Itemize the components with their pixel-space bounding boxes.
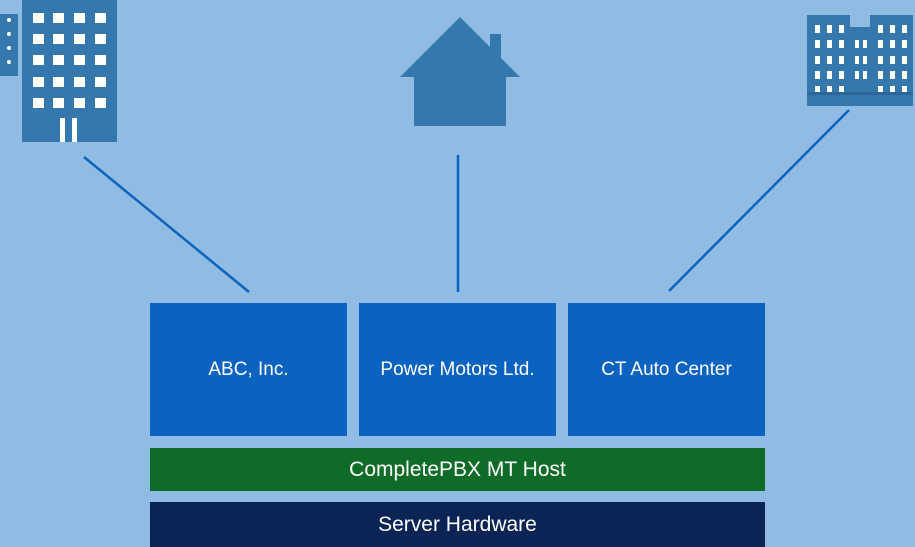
tenant-label-power-motors: Power Motors Ltd.	[380, 358, 535, 380]
building-window	[855, 40, 859, 48]
building-window	[855, 56, 859, 64]
house-icon	[400, 17, 520, 126]
building-window	[902, 56, 907, 64]
building-window	[855, 71, 859, 79]
building-window	[7, 18, 11, 22]
building-window	[815, 25, 820, 33]
building-window	[33, 13, 44, 23]
building-window	[7, 32, 11, 36]
building-window	[839, 71, 844, 79]
building-window	[74, 55, 85, 65]
tenant-label-abc: ABC, Inc.	[208, 358, 289, 380]
building-window	[839, 25, 844, 33]
tenant-box-ct-auto: CT Auto Center	[568, 303, 765, 436]
building-window	[74, 98, 85, 108]
building-window	[878, 71, 883, 79]
building-window	[839, 86, 844, 94]
hardware-label: Server Hardware	[378, 512, 537, 536]
building-window	[74, 13, 85, 23]
hardware-band: Server Hardware	[150, 502, 765, 547]
building-window	[890, 71, 895, 79]
building-window	[33, 98, 44, 108]
building-window	[53, 34, 64, 44]
building-window	[878, 40, 883, 48]
apartment-building-icon	[807, 13, 913, 106]
building-window	[815, 40, 820, 48]
building-window	[53, 55, 64, 65]
building-window	[95, 55, 106, 65]
building-window	[815, 56, 820, 64]
building-window	[53, 98, 64, 108]
building-window	[815, 86, 820, 94]
building-window	[878, 56, 883, 64]
building-window	[890, 56, 895, 64]
building-window	[95, 77, 106, 87]
connector-line-abc	[83, 156, 250, 293]
building-window	[74, 77, 85, 87]
building-window	[890, 40, 895, 48]
building-window	[74, 34, 85, 44]
host-label: CompletePBX MT Host	[349, 457, 566, 481]
building-window	[863, 56, 867, 64]
building-window	[95, 13, 106, 23]
connector-line-ct-auto	[668, 109, 850, 292]
building-window	[95, 98, 106, 108]
building-window	[827, 40, 832, 48]
building-window	[827, 86, 832, 94]
building-window	[878, 25, 883, 33]
building-window	[890, 25, 895, 33]
building-window	[827, 25, 832, 33]
building-window	[7, 60, 11, 64]
building-window	[890, 86, 895, 94]
tenant-box-abc: ABC, Inc.	[150, 303, 347, 436]
office-building-icon	[0, 0, 117, 142]
building-window	[33, 77, 44, 87]
building-window	[33, 55, 44, 65]
building-window	[33, 34, 44, 44]
building-window	[863, 40, 867, 48]
tenant-label-ct-auto: CT Auto Center	[601, 358, 732, 380]
building-window	[839, 40, 844, 48]
building-window	[53, 13, 64, 23]
building-window	[863, 71, 867, 79]
building-window	[902, 86, 907, 94]
building-window	[827, 71, 832, 79]
building-window	[839, 56, 844, 64]
building-window	[53, 77, 64, 87]
building-window	[902, 25, 907, 33]
host-band: CompletePBX MT Host	[150, 448, 765, 491]
tenant-box-power-motors: Power Motors Ltd.	[359, 303, 556, 436]
building-window	[902, 71, 907, 79]
building-window	[7, 46, 11, 50]
building-window	[827, 56, 832, 64]
building-window	[878, 86, 883, 94]
building-window	[902, 40, 907, 48]
building-window	[815, 71, 820, 79]
building-window	[95, 34, 106, 44]
